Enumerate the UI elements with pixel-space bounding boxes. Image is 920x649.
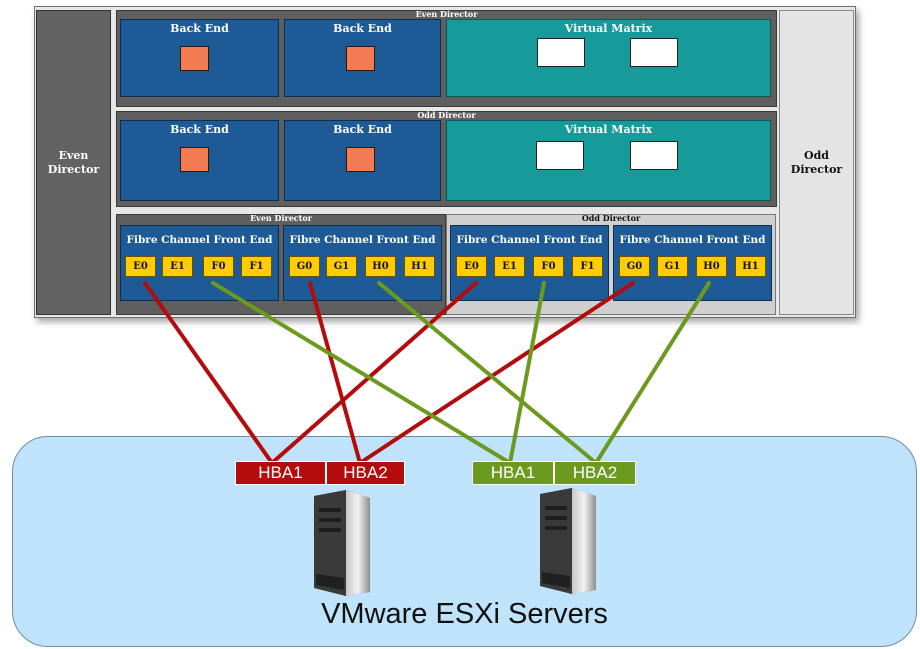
fibre-channel-title: Fibre Channel Front End xyxy=(289,234,436,246)
port-f1: F1 xyxy=(241,256,272,277)
virtual-matrix-label: Virtual Matrix xyxy=(564,22,653,35)
odd-director-group-label: Odd Director xyxy=(417,110,476,120)
port-e0: E0 xyxy=(456,256,487,277)
port-h0: H0 xyxy=(365,256,396,277)
port-e1: E1 xyxy=(162,256,193,277)
back-end-chip-icon xyxy=(346,46,375,71)
server-tower-icon xyxy=(540,488,596,594)
hba1-label: HBA1 xyxy=(472,461,554,485)
fibre-channel-title: Fibre Channel Front End xyxy=(456,234,603,246)
port-g1: G1 xyxy=(657,256,688,277)
odd-director-side-panel: Odd Director xyxy=(779,10,854,315)
fibre-channel-title: Fibre Channel Front End xyxy=(126,234,273,246)
red-path-line xyxy=(308,281,362,465)
even-director-side-label: Even Director xyxy=(47,148,100,176)
esxi-servers-cloud xyxy=(12,436,917,647)
back-end-chip-icon xyxy=(180,147,209,172)
even-director-side-panel: Even Director xyxy=(36,10,111,315)
port-g0: G0 xyxy=(619,256,650,277)
green-path-line xyxy=(508,281,546,465)
virtual-matrix-label: Virtual Matrix xyxy=(564,123,653,136)
port-f0: F0 xyxy=(203,256,234,277)
green-path-line xyxy=(377,281,598,465)
port-g1: G1 xyxy=(326,256,357,277)
virtual-matrix-slot-icon xyxy=(630,38,678,67)
red-path-line xyxy=(358,281,635,465)
virtual-matrix-slot-icon xyxy=(536,141,584,170)
odd-director-side-label: Odd Director xyxy=(790,148,843,176)
odd-director-frontend-label: Odd Director xyxy=(581,213,641,223)
red-path-line xyxy=(143,281,274,465)
hba1-label: HBA1 xyxy=(235,461,326,485)
back-end-label: Back End xyxy=(170,123,229,136)
back-end-module: Back End xyxy=(120,19,279,97)
port-h0: H0 xyxy=(696,256,727,277)
red-path-line xyxy=(270,281,478,465)
back-end-chip-icon xyxy=(180,46,209,71)
back-end-module: Back End xyxy=(120,120,279,201)
fibre-channel-title: Fibre Channel Front End xyxy=(619,234,766,246)
port-f0: F0 xyxy=(533,256,564,277)
port-h1: H1 xyxy=(735,256,766,277)
virtual-matrix-slot-icon xyxy=(630,141,678,170)
even-director-group-label: Even Director xyxy=(415,9,478,19)
port-e1: E1 xyxy=(494,256,525,277)
green-path-line xyxy=(594,281,711,465)
port-g0: G0 xyxy=(289,256,320,277)
server-tower-icon xyxy=(314,490,370,596)
back-end-label: Back End xyxy=(333,123,392,136)
servers-title: VMware ESXi Servers xyxy=(321,598,608,630)
virtual-matrix-module: Virtual Matrix xyxy=(446,19,771,97)
back-end-label: Back End xyxy=(170,22,229,35)
back-end-label: Back End xyxy=(333,22,392,35)
even-director-frontend-label: Even Director xyxy=(250,213,312,223)
back-end-chip-icon xyxy=(346,147,375,172)
hba2-label: HBA2 xyxy=(326,461,405,485)
port-e0: E0 xyxy=(125,256,156,277)
hba2-label: HBA2 xyxy=(554,461,636,485)
green-path-line xyxy=(211,281,512,465)
virtual-matrix-module: Virtual Matrix xyxy=(446,120,771,201)
port-h1: H1 xyxy=(404,256,435,277)
virtual-matrix-slot-icon xyxy=(537,38,585,67)
port-f1: F1 xyxy=(572,256,603,277)
